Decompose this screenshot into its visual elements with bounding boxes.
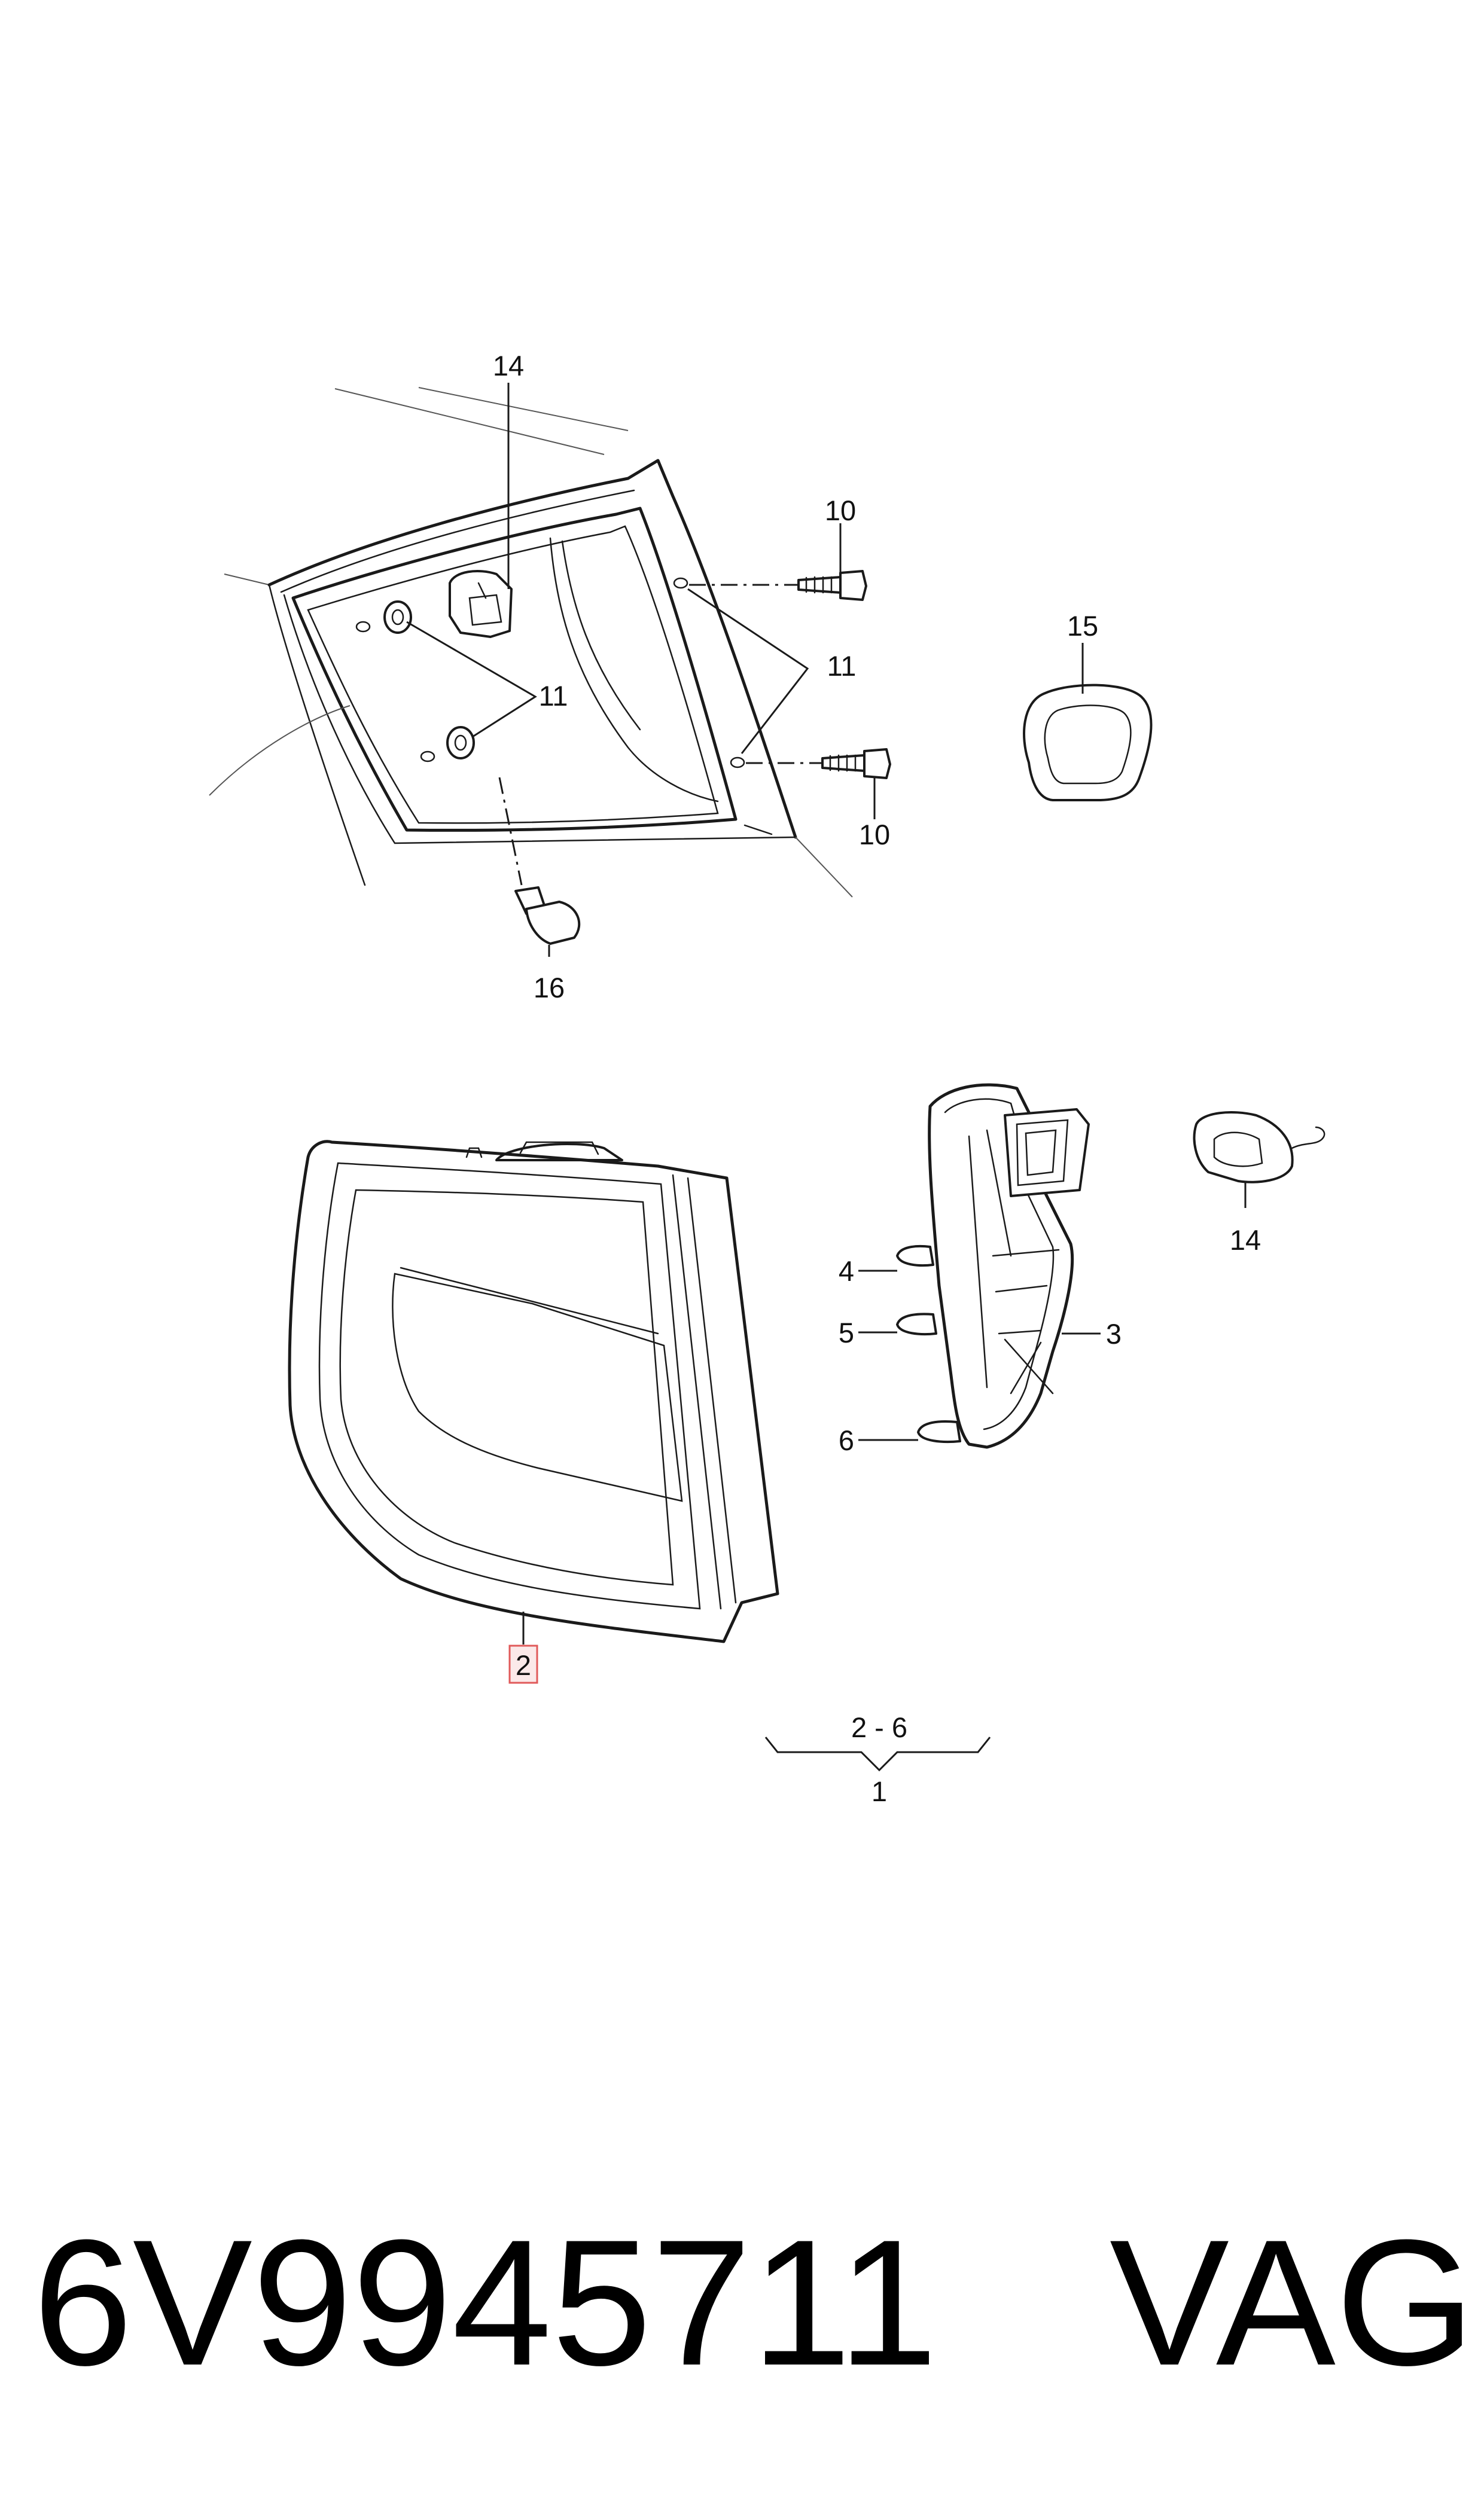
callout-10-bottom: 10	[859, 819, 890, 850]
callout-2-highlight	[508, 1645, 538, 1684]
callout-2: 2	[516, 1649, 531, 1681]
leader-lines	[406, 383, 1247, 1772]
vehicle-body-cavity	[209, 387, 853, 898]
bulb-socket-14-loose	[1193, 1111, 1325, 1183]
screw-10-top	[689, 570, 867, 601]
spring-nut-11-a	[383, 600, 412, 634]
callout-6: 6	[839, 1424, 854, 1456]
callout-1: 1	[871, 1775, 887, 1807]
screw-10-bottom	[746, 748, 891, 779]
callout-range-2-6: 2 - 6	[851, 1711, 907, 1743]
callout-5: 5	[839, 1317, 854, 1349]
brand-name: VAG	[1110, 2202, 1476, 2403]
tail-light-2	[288, 1140, 779, 1643]
callout-4: 4	[839, 1255, 854, 1287]
callout-labels: 14 10 11 11 10 15 16 14 4 5 3 6 2 2 - 6 …	[493, 350, 1261, 1807]
callout-16: 16	[534, 972, 565, 1003]
callout-14-top: 14	[493, 350, 524, 382]
part-number: 6V9945711	[33, 2202, 938, 2403]
spring-nut-11-b	[446, 726, 475, 759]
gasket-15	[1023, 684, 1153, 801]
callout-10-top: 10	[825, 495, 856, 526]
callout-14-right: 14	[1230, 1224, 1261, 1256]
callout-11-right: 11	[827, 650, 857, 682]
bulb-socket-14-installed	[449, 570, 513, 638]
callout-3: 3	[1106, 1318, 1122, 1350]
callout-15: 15	[1067, 610, 1098, 642]
clip-16	[498, 777, 581, 945]
bulb-carrier-3	[896, 1083, 1090, 1449]
callout-11-left: 11	[539, 680, 568, 712]
